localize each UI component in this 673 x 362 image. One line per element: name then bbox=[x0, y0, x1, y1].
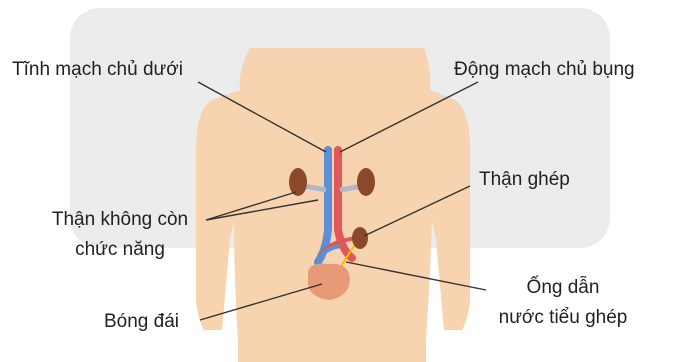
kidney-right bbox=[357, 168, 375, 196]
label-nonfunctional-kidneys-line2: chức năng bbox=[40, 238, 200, 262]
transplanted-kidney bbox=[352, 227, 368, 249]
kidney-left bbox=[289, 168, 307, 196]
label-vena-cava: Tĩnh mạch chủ dưới bbox=[12, 58, 183, 82]
label-nonfunctional-kidneys-line1: Thận không còn bbox=[40, 208, 200, 232]
label-ureter-line1: Ống dẫn bbox=[468, 276, 658, 300]
label-bladder: Bóng đái bbox=[104, 310, 179, 334]
label-aorta: Động mạch chủ bụng bbox=[454, 58, 635, 82]
label-transplanted-kidney: Thận ghép bbox=[479, 168, 570, 192]
label-ureter-line2: nước tiểu ghép bbox=[468, 306, 658, 330]
